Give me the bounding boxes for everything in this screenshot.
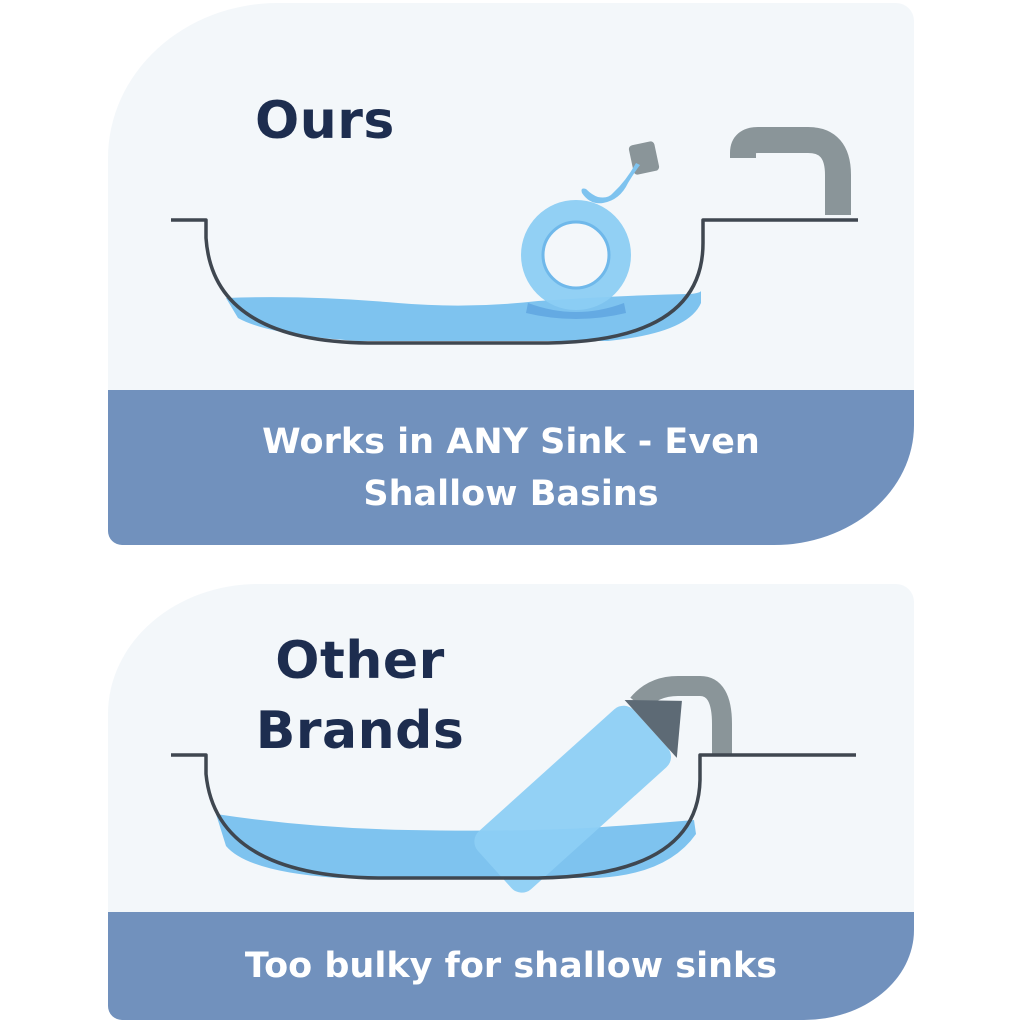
ring-pod-icon bbox=[521, 200, 631, 319]
panel-ours: Ours Works in ANY Sink - Even Shallow Ba… bbox=[108, 3, 914, 545]
bulky-bottle-icon bbox=[474, 699, 682, 893]
caption-ours: Works in ANY Sink - Even Shallow Basins bbox=[262, 421, 760, 514]
panel-title-other-brands: Other Brands bbox=[255, 631, 465, 761]
caption-bar-ours: Works in ANY Sink - Even Shallow Basins bbox=[108, 390, 914, 545]
other-brands-illustration bbox=[171, 676, 856, 893]
faucet-icon bbox=[628, 127, 851, 215]
faucet-icon bbox=[630, 676, 732, 754]
sink-basin-icon bbox=[171, 753, 856, 880]
panel-other-brands: Other Brands Too bulky for shallow sinks bbox=[108, 584, 914, 1020]
caption-bar-other-brands: Too bulky for shallow sinks bbox=[108, 912, 914, 1020]
water-splash-icon bbox=[581, 163, 640, 204]
caption-other-brands: Too bulky for shallow sinks bbox=[244, 946, 778, 986]
ours-illustration bbox=[171, 127, 858, 345]
sink-basin-icon bbox=[171, 218, 858, 345]
panel-title-ours: Ours bbox=[255, 91, 395, 151]
